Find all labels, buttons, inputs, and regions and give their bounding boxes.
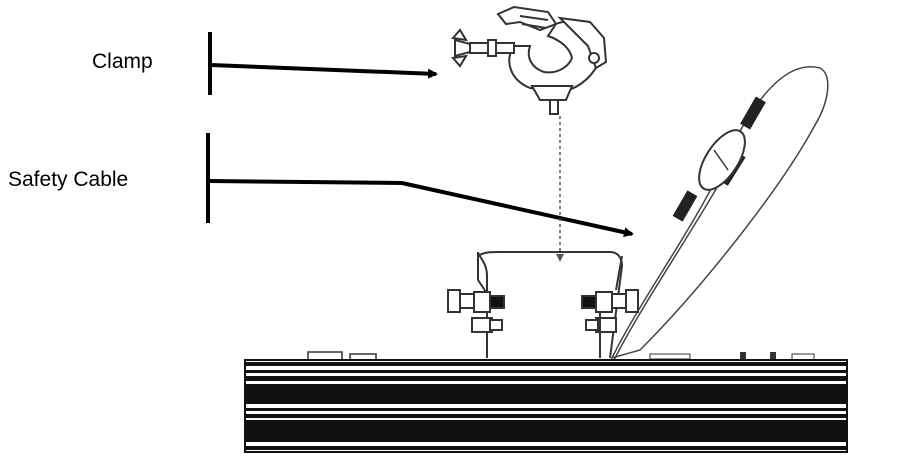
clamp-callout-arrow [210, 63, 438, 79]
attach-guide-arrowhead [556, 254, 564, 262]
safety-cable-callout-arrow [208, 179, 634, 238]
clamp-callout [208, 32, 438, 95]
safety-cable-callout [206, 133, 634, 238]
linear-led-bar-fixture-icon [244, 351, 848, 453]
half-coupler-clamp-icon [451, 5, 608, 115]
clamp-label: Clamp [92, 50, 153, 73]
safety-cable-label: Safety Cable [8, 168, 129, 191]
mounting-bracket-icon [447, 251, 639, 359]
safety-cable-icon [610, 66, 829, 361]
